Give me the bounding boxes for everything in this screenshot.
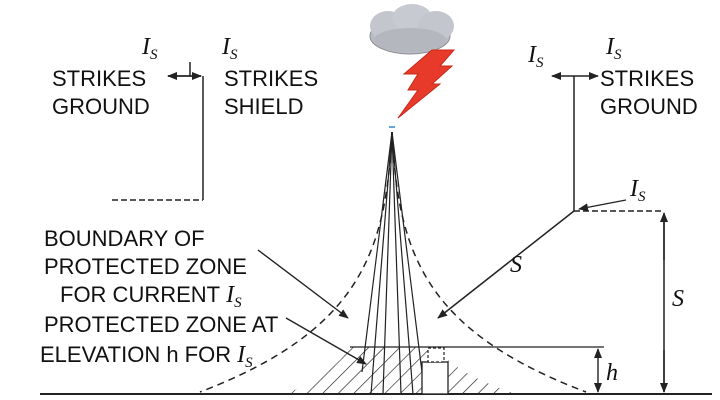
boundary-label-line3: FOR CURRENT [60,282,220,307]
strikes-shield-label-line1: STRIKES [224,66,318,91]
current-subscript: S [230,47,238,63]
striking-distance-symbol: S [510,252,522,278]
protected-zone-label-line1: PROTECTED ZONE AT [44,312,278,337]
current-subscript: S [245,355,253,371]
strikes-shield-label-line2: SHIELD [224,94,303,119]
current-symbol: I [605,34,615,60]
current-subscript: S [536,55,544,71]
current-symbol: I [225,282,235,308]
current-subscript: S [638,189,646,205]
current-subscript: S [614,47,622,63]
strikes-ground-label-line2: GROUND [52,94,150,119]
left-strike-legend: IS IS STRIKES GROUND STRIKES SHIELD [52,34,318,201]
strikes-ground-label-line1: STRIKES [600,66,694,91]
svg-text:IS: IS [527,42,544,71]
shield-mast [361,131,423,395]
elevation-symbol: h [606,360,618,386]
boundary-label-line1: BOUNDARY OF [44,226,205,251]
building-icon [421,347,449,395]
svg-text:IS: IS [221,34,238,63]
svg-text:IS: IS [141,34,158,63]
strikes-ground-label-line1: STRIKES [52,66,146,91]
boundary-label-line2: PROTECTED ZONE [44,254,247,279]
current-symbol: I [629,176,639,202]
current-symbol: I [527,42,537,68]
current-symbol: I [221,34,231,60]
current-subscript: S [234,295,242,311]
right-strike-legend: IS IS STRIKES GROUND [527,34,698,211]
current-subscript: S [150,47,158,63]
lightning-bolt-icon [397,49,456,119]
svg-text:IS: IS [605,34,622,63]
current-symbol: I [236,342,246,368]
elevation-indicator: h [594,348,618,393]
storm-cloud-icon [369,4,454,55]
protected-zone-label-line2: ELEVATION h FOR [40,342,231,367]
protected-zone-boundary-right [391,131,587,393]
strikes-ground-label-line2: GROUND [600,94,698,119]
protected-zone-boundary-left [199,131,393,393]
striking-distance-indicator: IS S S [437,176,684,393]
svg-text:IS: IS [629,176,646,205]
current-symbol: I [141,34,151,60]
protected-zone-hatch [286,347,516,394]
striking-distance-symbol: S [672,286,684,312]
